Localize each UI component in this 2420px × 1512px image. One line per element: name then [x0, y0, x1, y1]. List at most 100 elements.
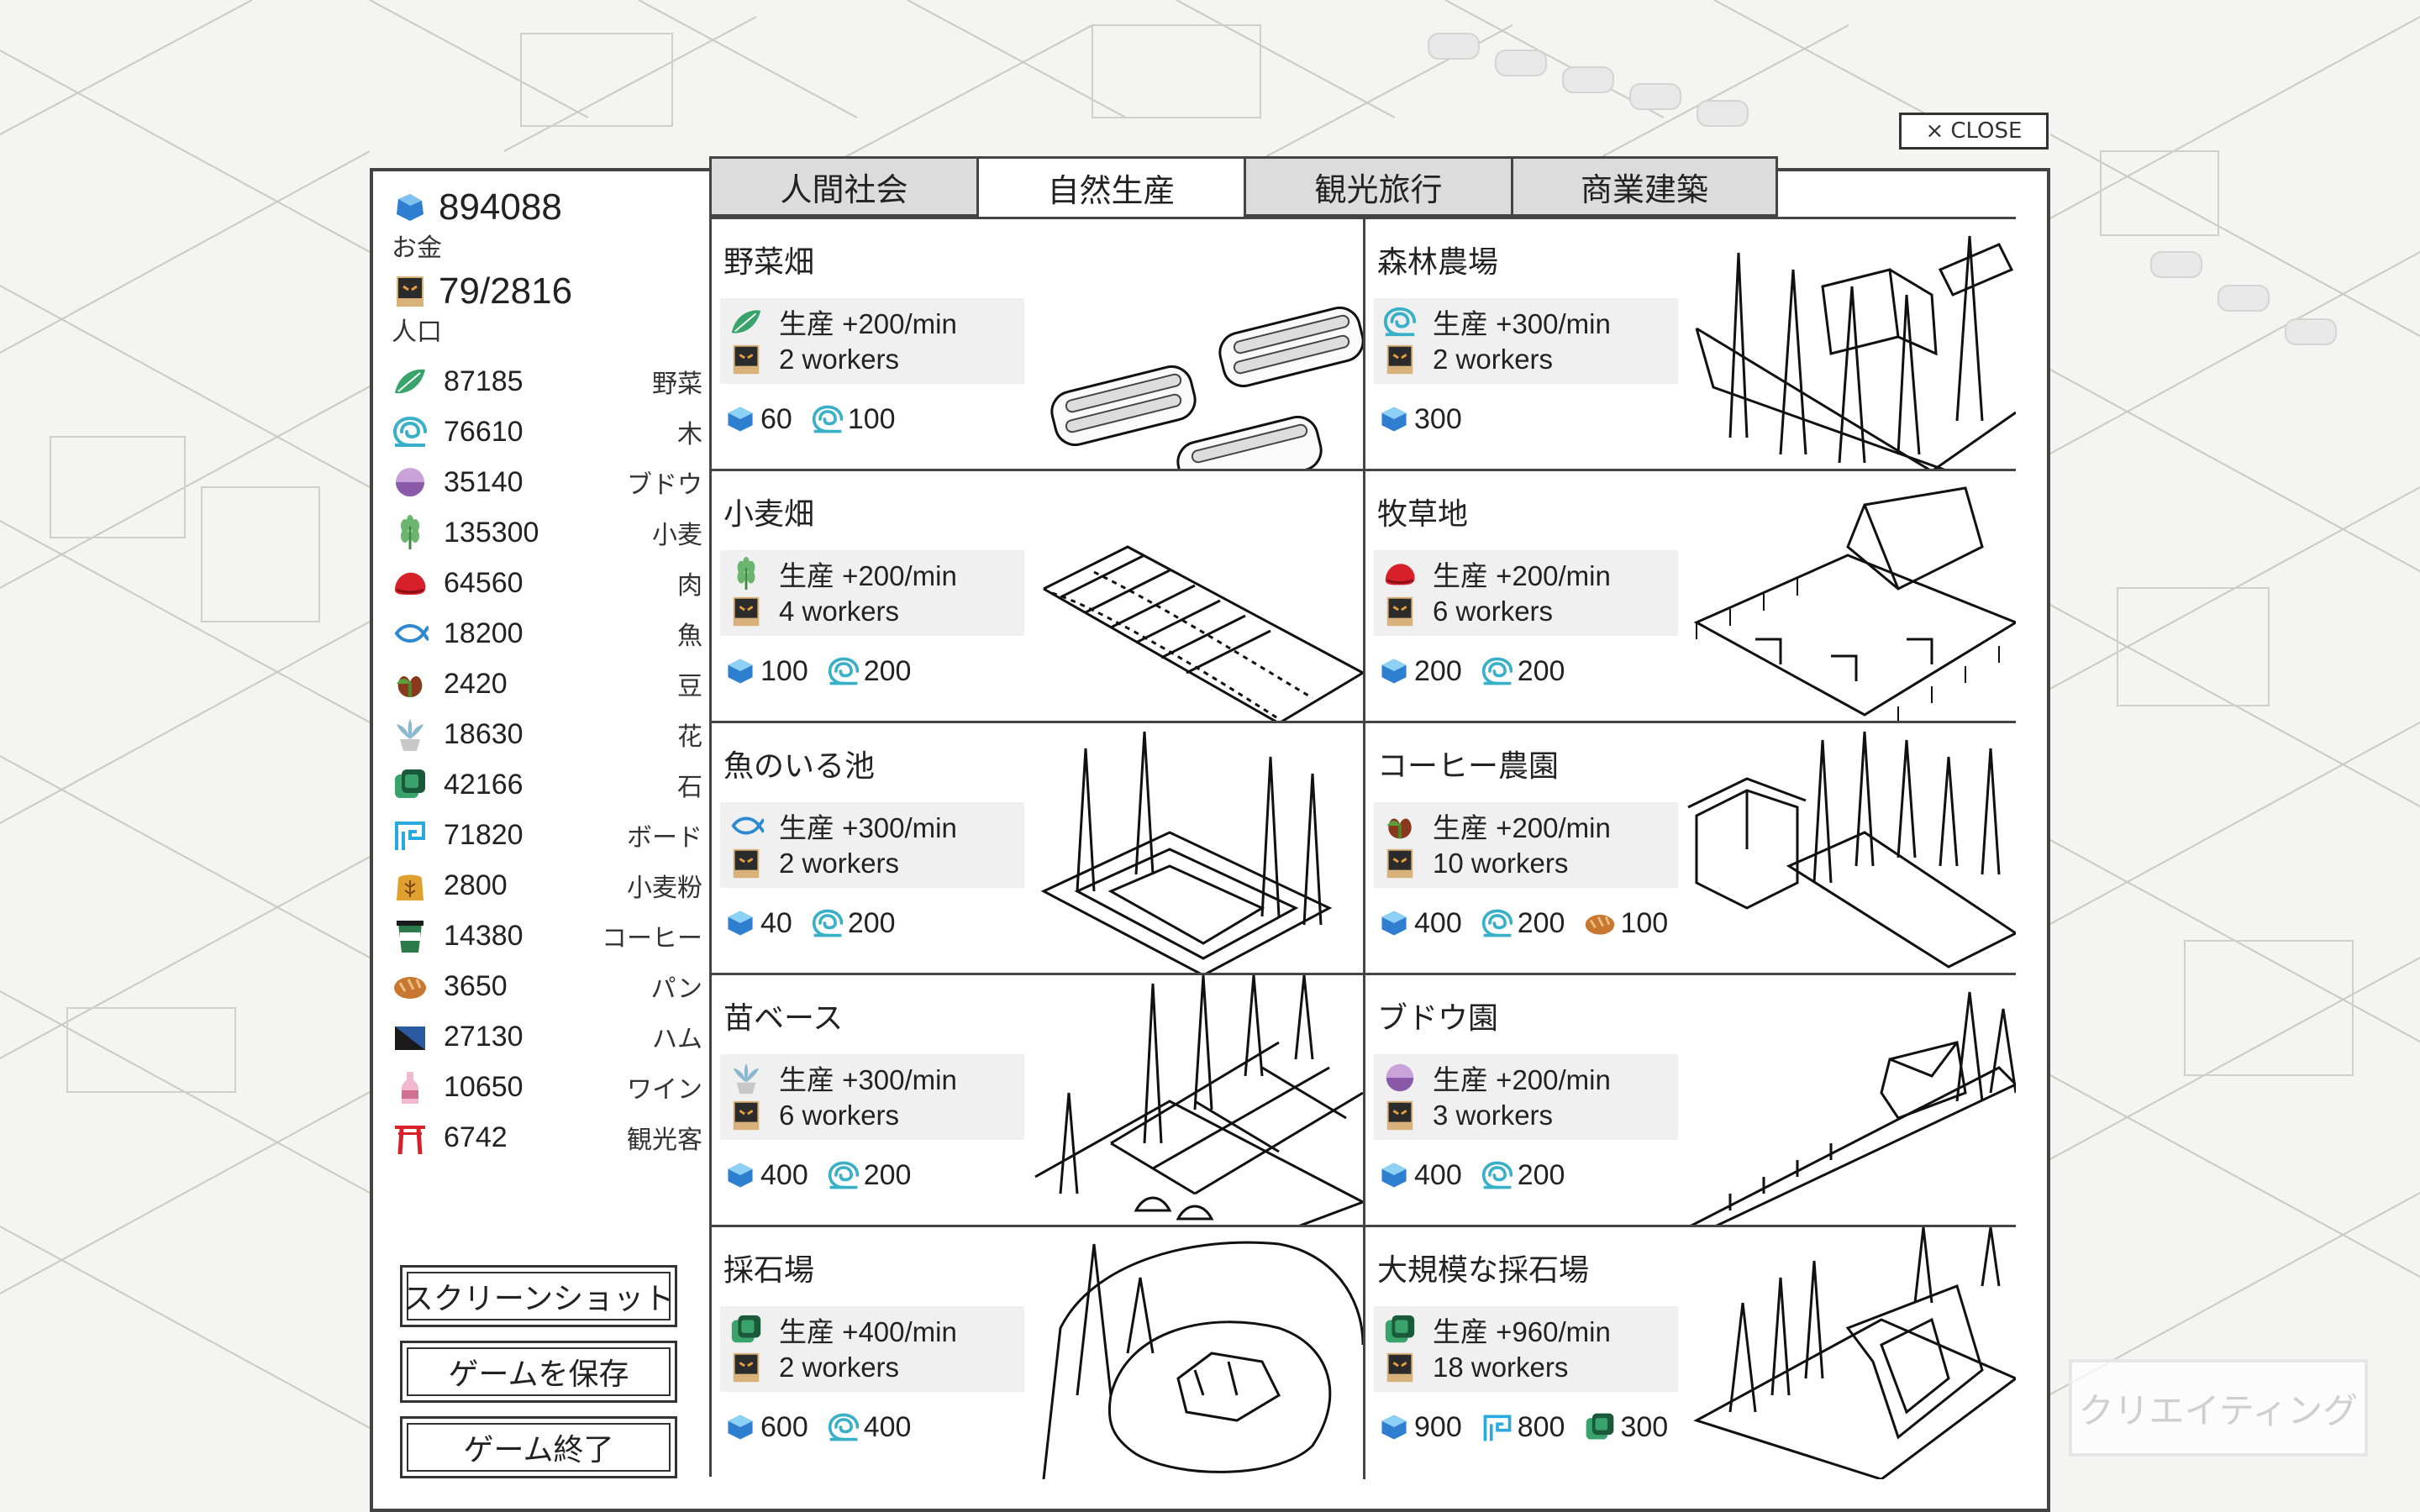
coffee-icon-wrap — [392, 917, 429, 954]
resource-name: パン — [650, 974, 703, 1004]
money-label: お金 — [392, 234, 442, 263]
building-title: 小麦畑 — [723, 497, 815, 532]
cost-item: 400 — [1377, 1158, 1462, 1192]
resource-row-coffee: 14380 コーヒー — [392, 914, 702, 958]
creating-button[interactable]: クリエイティング — [2069, 1359, 2368, 1457]
cost-value: 100 — [760, 654, 808, 687]
production-box: 生産 +300/min 2 workers — [720, 802, 1024, 888]
worker-icon — [733, 848, 760, 879]
tab-1[interactable]: 人間社会 — [709, 156, 976, 217]
population-value: 79/2816 — [439, 270, 573, 312]
cost-value: 900 — [1414, 1410, 1462, 1443]
worker-count: 6 workers — [1433, 596, 1554, 627]
cost-value: 200 — [847, 906, 896, 939]
building-sketch — [1693, 486, 2016, 721]
screenshot-button[interactable]: スクリーンショット — [400, 1265, 677, 1327]
production-rate: 生産 +400/min — [779, 1316, 957, 1347]
category-tabs: 人間社会自然生産観光旅行商業建築 — [709, 156, 1778, 220]
tab-4[interactable]: 商業建築 — [1511, 156, 1778, 217]
cost-value: 200 — [1414, 654, 1462, 687]
worker-icon — [733, 596, 760, 627]
cost-item: 400 — [1377, 906, 1462, 940]
resource-sidebar: 894088 お金 79/2816 人口 87185 野菜 76610 木 35… — [373, 171, 709, 1509]
resource-value: 42166 — [444, 768, 523, 801]
building-title: ブドウ園 — [1377, 1001, 1499, 1036]
resource-value: 27130 — [444, 1020, 523, 1053]
money-icon — [728, 1163, 753, 1188]
wood-swirl-icon — [828, 657, 859, 685]
wheat-icon — [401, 515, 419, 549]
wood-swirl-icon — [828, 1413, 859, 1441]
worker-count: 3 workers — [1433, 1100, 1554, 1131]
bean-icon-wrap — [392, 665, 429, 702]
money-icon — [1381, 659, 1407, 684]
resource-row-meat: 64560 肉 — [392, 561, 702, 605]
cost-row: 40 200 — [723, 906, 896, 940]
production-box: 生産 +200/min 3 workers — [1374, 1054, 1678, 1140]
save-game-button[interactable]: ゲームを保存 — [400, 1341, 677, 1403]
cost-item: 100 — [723, 654, 808, 688]
building-card[interactable]: 森林農場 生産 +300/min 2 workers 300 — [1365, 219, 2016, 471]
tab-2[interactable]: 自然生産 — [976, 156, 1244, 217]
cost-value: 400 — [1414, 906, 1462, 939]
resource-row-wheat: 135300 小麦 — [392, 511, 702, 554]
money-icon — [1381, 911, 1407, 936]
bean-icon — [397, 676, 423, 697]
resource-name: 観光客 — [627, 1126, 702, 1155]
resource-value: 2800 — [444, 869, 508, 901]
wheat-icon — [737, 556, 755, 591]
production-box: 生産 +300/min 2 workers — [1374, 298, 1678, 384]
wood-swirl-icon — [812, 405, 844, 433]
cost-value: 400 — [760, 1158, 808, 1191]
resource-name: 花 — [677, 722, 702, 752]
production-box: 生産 +200/min 4 workers — [720, 550, 1024, 636]
worker-icon — [397, 276, 424, 307]
money-icon — [397, 194, 424, 221]
fish-icon-wrap — [392, 615, 429, 652]
cost-item: 200 — [1481, 1158, 1565, 1192]
resource-row-board: 71820 ボード — [392, 813, 702, 857]
resource-row-wood-swirl: 76610 木 — [392, 410, 702, 454]
quit-game-button[interactable]: ゲーム終了 — [400, 1416, 677, 1478]
wood-swirl-icon-wrap — [392, 413, 429, 450]
cost-item: 900 — [1377, 1410, 1462, 1444]
building-title: 大規模な採石場 — [1377, 1253, 1590, 1288]
close-button[interactable]: × CLOSE — [1899, 113, 2049, 150]
cost-item: 300 — [1583, 1410, 1668, 1444]
cost-item: 40 — [723, 906, 792, 940]
tab-3[interactable]: 観光旅行 — [1244, 156, 1511, 217]
worker-count: 6 workers — [779, 1100, 900, 1131]
building-card[interactable]: ブドウ園 生産 +200/min 3 workers 400 200 — [1365, 975, 2016, 1227]
resource-name: ボード — [627, 823, 702, 853]
cost-value: 200 — [1517, 1158, 1565, 1191]
production-rate: 生産 +300/min — [779, 1064, 957, 1095]
flower-icon — [397, 719, 424, 751]
worker-icon — [733, 1100, 760, 1131]
cost-item: 200 — [827, 1158, 911, 1192]
flour-icon — [397, 874, 424, 900]
resource-value: 18630 — [444, 717, 523, 750]
resource-value: 135300 — [444, 516, 539, 549]
resource-value: 87185 — [444, 365, 523, 397]
resource-value: 6742 — [444, 1121, 508, 1153]
wood-swirl-icon — [392, 416, 427, 447]
board-icon — [1483, 1415, 1512, 1441]
building-sketch — [1040, 731, 1333, 973]
building-sketch — [1693, 1227, 2016, 1479]
resource-row-wine: 10650 ワイン — [392, 1065, 702, 1109]
worker-count: 2 workers — [779, 1352, 900, 1383]
grape-icon — [1386, 1063, 1414, 1092]
